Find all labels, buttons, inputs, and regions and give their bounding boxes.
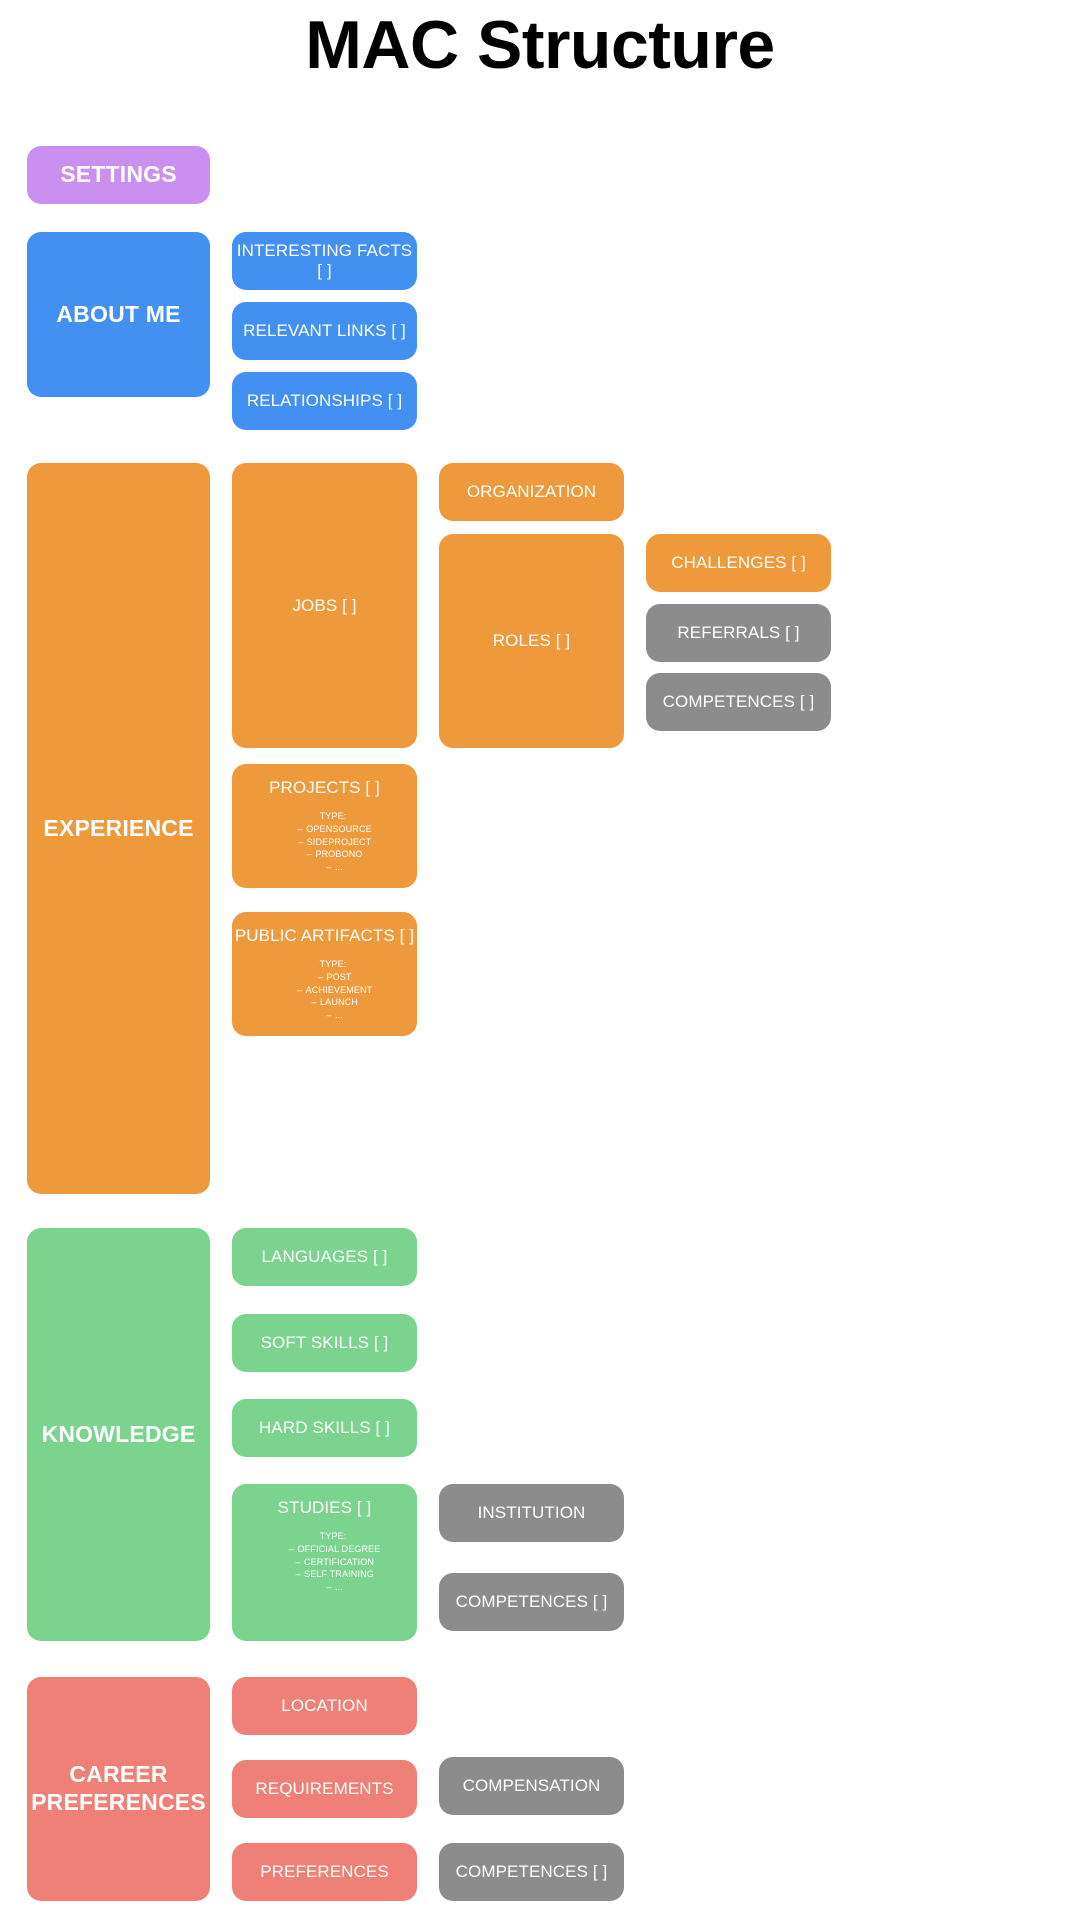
studies-type-label: TYPE: [319,1531,347,1541]
node-jobs[interactable]: JOBS [ ] [232,463,417,748]
node-experience-competences[interactable]: COMPETENCES [ ] [646,673,831,731]
studies-type-item: –... [326,1582,343,1593]
node-career-competences-label: COMPETENCES [ ] [455,1862,608,1881]
node-settings-label: SETTINGS [60,161,177,188]
node-languages-label: LANGUAGES [ ] [261,1247,388,1266]
studies-type-item-label: OFFICIAL DEGREE [297,1543,381,1554]
node-jobs-label: JOBS [ ] [292,595,357,615]
node-interesting-facts[interactable]: INTERESTING FACTS [ ] [232,232,417,290]
node-about-me-label: ABOUT ME [56,300,181,327]
public-artifacts-type-item: –... [326,1010,343,1021]
public-artifacts-type-item-label: ACHIEVEMENT [305,984,373,995]
node-public-artifacts[interactable]: PUBLIC ARTIFACTS [ ] TYPE: –POST –ACHIEV… [232,912,417,1036]
studies-type-item-label: SELF TRAINING [304,1569,374,1580]
node-career-preferences[interactable]: CAREER PREFERENCES [27,1677,210,1901]
node-compensation-label: COMPENSATION [462,1776,601,1795]
node-institution-label: INSTITUTION [477,1503,586,1522]
node-public-artifacts-label: PUBLIC ARTIFACTS [ ] [234,926,415,945]
node-knowledge-competences[interactable]: COMPETENCES [ ] [439,1573,624,1631]
node-referrals-label: REFERRALS [ ] [677,623,800,642]
node-projects-label: PROJECTS [ ] [269,778,380,797]
node-requirements-label: REQUIREMENTS [255,1779,394,1798]
node-challenges-label: CHALLENGES [ ] [671,553,806,572]
node-organization-label: ORGANIZATION [466,482,597,501]
projects-type-list: TYPE: –OPENSOURCE –SIDEPROJECT –PROBONO … [232,810,417,874]
projects-type-item-label: ... [335,862,343,873]
public-artifacts-type-item-label: ... [335,1010,343,1021]
node-roles-label: ROLES [ ] [492,631,571,650]
public-artifacts-type-item: –POST [317,971,352,982]
node-languages[interactable]: LANGUAGES [ ] [232,1228,417,1286]
node-relevant-links-label: RELEVANT LINKS [ ] [243,321,406,340]
node-experience-label: EXPERIENCE [43,814,194,841]
node-institution[interactable]: INSTITUTION [439,1484,624,1542]
public-artifacts-type-item: –ACHIEVEMENT [297,984,373,995]
node-settings[interactable]: SETTINGS [27,146,210,204]
node-knowledge-label: KNOWLEDGE [41,1420,196,1447]
projects-type-item: –... [326,862,343,873]
public-artifacts-type-item-label: POST [326,971,352,982]
node-location-label: LOCATION [281,1696,368,1715]
node-preferences[interactable]: PREFERENCES [232,1843,417,1901]
node-experience[interactable]: EXPERIENCE [27,463,210,1194]
public-artifacts-type-item: –LAUNCH [311,997,358,1008]
node-career-competences[interactable]: COMPETENCES [ ] [439,1843,624,1901]
node-requirements[interactable]: REQUIREMENTS [232,1760,417,1818]
studies-type-item: –SELF TRAINING [295,1569,374,1580]
page-title: MAC Structure [305,7,775,83]
projects-type-item-label: PROBONO [315,849,363,860]
node-referrals[interactable]: REFERRALS [ ] [646,604,831,662]
node-relevant-links[interactable]: RELEVANT LINKS [ ] [232,302,417,360]
projects-type-item: –SIDEPROJECT [298,836,372,847]
node-studies-label: STUDIES [ ] [277,1498,372,1517]
node-interesting-facts-label: INTERESTING FACTS [ ] [236,241,413,280]
public-artifacts-type-label: TYPE: [319,959,347,969]
node-compensation[interactable]: COMPENSATION [439,1757,624,1815]
studies-type-item-label: CERTIFICATION [303,1556,375,1567]
node-experience-competences-label: COMPETENCES [ ] [662,692,815,711]
node-roles[interactable]: ROLES [ ] [439,534,624,748]
studies-type-item: –OFFICIAL DEGREE [288,1543,381,1554]
node-hard-skills[interactable]: HARD SKILLS [ ] [232,1399,417,1457]
projects-type-label: TYPE: [319,811,347,821]
projects-type-item-label: OPENSOURCE [306,823,372,834]
projects-type-item: –PROBONO [306,849,363,860]
projects-type-item: –OPENSOURCE [297,823,372,834]
node-studies[interactable]: STUDIES [ ] TYPE: –OFFICIAL DEGREE –CERT… [232,1484,417,1641]
node-soft-skills-label: SOFT SKILLS [ ] [260,1333,389,1352]
studies-type-item: –CERTIFICATION [295,1556,375,1567]
node-relationships[interactable]: RELATIONSHIPS [ ] [232,372,417,430]
node-career-preferences-label: CAREER PREFERENCES [31,1761,206,1816]
public-artifacts-type-list: TYPE: –POST –ACHIEVEMENT –LAUNCH –... [232,958,417,1022]
studies-type-list: TYPE: –OFFICIAL DEGREE –CERTIFICATION –S… [232,1530,417,1594]
node-preferences-label: PREFERENCES [260,1862,389,1881]
public-artifacts-type-item-label: LAUNCH [320,997,358,1008]
node-challenges[interactable]: CHALLENGES [ ] [646,534,831,592]
node-organization[interactable]: ORGANIZATION [439,463,624,521]
node-projects[interactable]: PROJECTS [ ] TYPE: –OPENSOURCE –SIDEPROJ… [232,764,417,888]
node-relationships-label: RELATIONSHIPS [ ] [246,391,403,410]
projects-type-item-label: SIDEPROJECT [306,836,372,847]
studies-type-item-label: ... [335,1582,343,1593]
node-soft-skills[interactable]: SOFT SKILLS [ ] [232,1314,417,1372]
node-hard-skills-label: HARD SKILLS [ ] [259,1418,390,1437]
node-career-preferences-label-line1: CAREER [69,1761,168,1788]
node-career-preferences-label-line2: PREFERENCES [31,1789,206,1815]
node-about-me[interactable]: ABOUT ME [27,232,210,397]
node-location[interactable]: LOCATION [232,1677,417,1735]
node-knowledge-competences-label: COMPETENCES [ ] [455,1592,608,1611]
node-knowledge[interactable]: KNOWLEDGE [27,1228,210,1641]
